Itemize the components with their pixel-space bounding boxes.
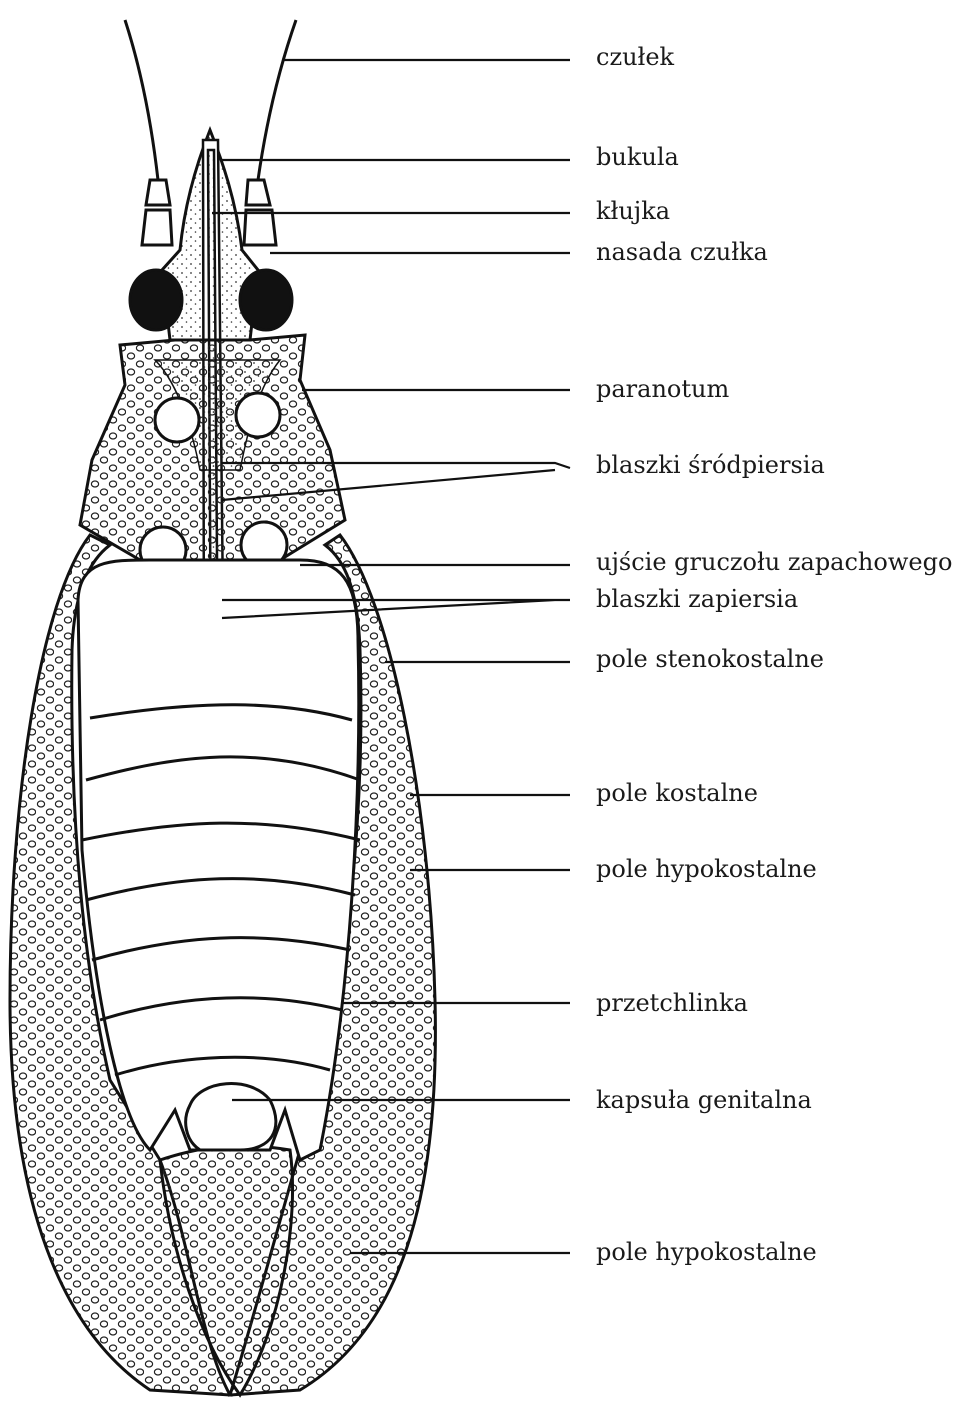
label-klujka: kłujka [596, 199, 670, 223]
eye-right [240, 270, 292, 330]
label-ujscie-gruczolu: ujście gruczołu zapachowego [596, 550, 952, 574]
eye-left [130, 270, 182, 330]
label-paranotum: paranotum [596, 377, 729, 401]
abdomen [78, 560, 360, 1160]
antenna-right [258, 20, 296, 180]
label-pole-stenokostalne: pole stenokostalne [596, 647, 824, 671]
label-blaszki-zapiersia: blaszki zapiersia [596, 587, 798, 611]
label-pole-hypokostalne: pole hypokostalne [596, 857, 817, 881]
label-przetchlinka: przetchlinka [596, 991, 748, 1015]
label-kapsula-genitalna: kapsuła genitalna [596, 1088, 812, 1112]
label-pole-kostalne: pole kostalne [596, 781, 758, 805]
label-bukula: bukula [596, 145, 679, 169]
label-pole-hypokostalne-2: pole hypokostalne [596, 1240, 817, 1264]
label-blaszki-srodpiersia: blaszki śródpiersia [596, 453, 825, 477]
genital-capsule [186, 1084, 276, 1150]
label-czulek: czułek [596, 45, 674, 69]
antenna-left [125, 20, 158, 180]
label-nasada-czulka: nasada czułka [596, 240, 768, 264]
